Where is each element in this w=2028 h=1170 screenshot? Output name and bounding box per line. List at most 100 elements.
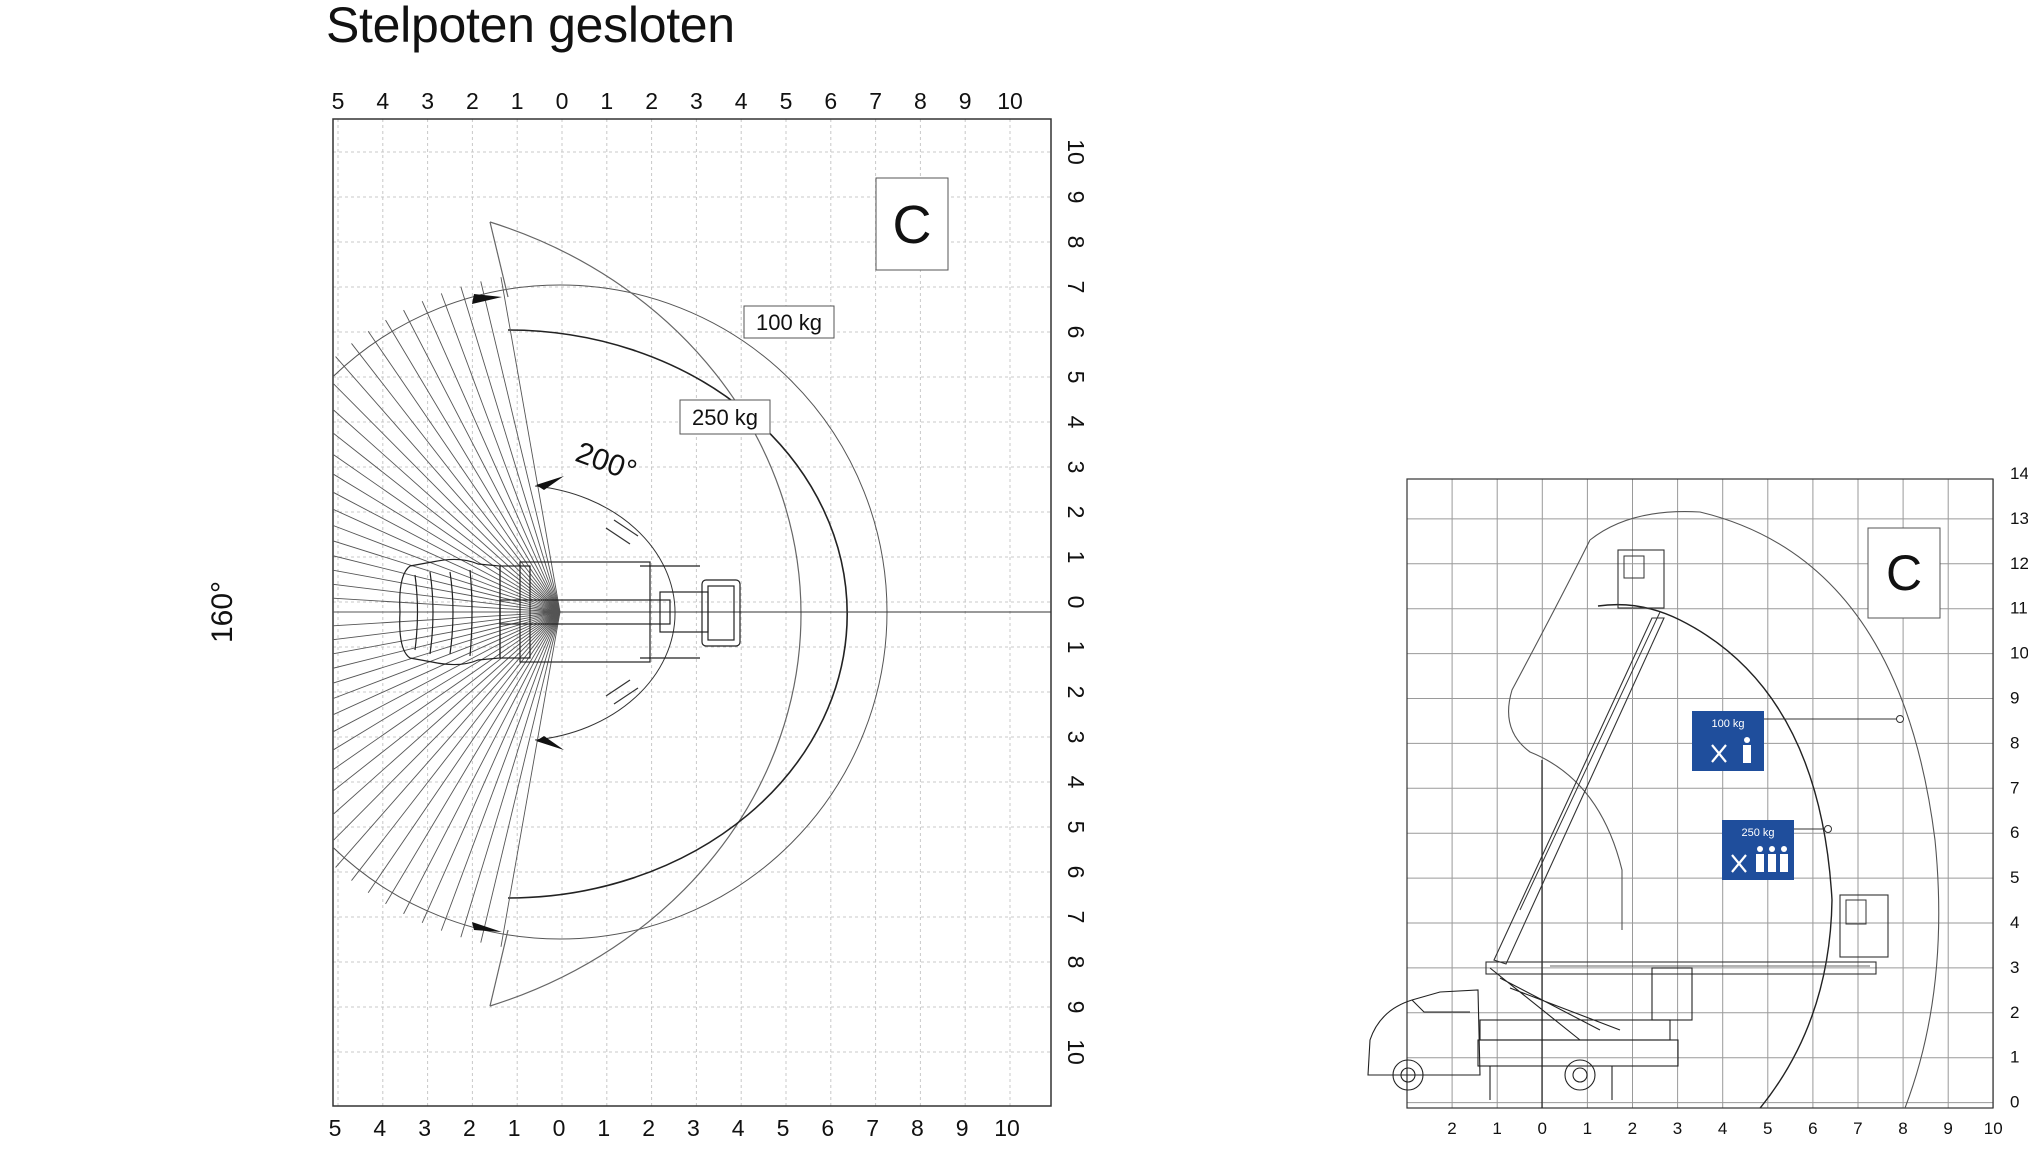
- hatch-line: [333, 408, 561, 613]
- side-view-zone-label: C: [1886, 545, 1922, 601]
- side-y-tick-label: 6: [2010, 823, 2019, 842]
- right-axis-tick-label: 3: [1063, 461, 1089, 474]
- right-axis-tick-label: 6: [1063, 326, 1089, 339]
- hatch-line: [351, 611, 561, 881]
- hatch-line: [333, 597, 561, 613]
- hatch-line: [460, 611, 561, 938]
- hatch-line: [333, 611, 561, 700]
- bottom-axis-tick-label: 4: [373, 1115, 386, 1141]
- side-y-tick-label: 2: [2010, 1003, 2019, 1022]
- truck-top-view: [399, 558, 741, 666]
- right-axis-tick-label: 2: [1063, 506, 1089, 519]
- side-x-tick-label: 6: [1808, 1119, 1817, 1138]
- top-view-zone-box: [875, 177, 949, 271]
- hatch-line: [333, 583, 561, 613]
- side-y-tick-label: 8: [2010, 733, 2019, 752]
- top-view-zone-label: C: [893, 195, 932, 255]
- side-x-tick-label: 2: [1447, 1119, 1456, 1138]
- hatch-line: [367, 611, 561, 893]
- outrigger-angle-label: 160°: [206, 581, 239, 643]
- top-axis-tick-label: 8: [914, 88, 927, 114]
- hatch-line: [421, 301, 561, 613]
- hatch-line: [333, 611, 561, 792]
- side-y-tick-label: 1: [2010, 1048, 2019, 1067]
- hatch-line: [480, 611, 561, 943]
- side-view-frame: [1406, 478, 1994, 1109]
- right-axis-tick-label: 10: [1063, 139, 1089, 165]
- tools-icon: [1731, 854, 1747, 873]
- bottom-axis-tick-label: 0: [553, 1115, 566, 1141]
- top-axis-tick-label: 1: [600, 88, 613, 114]
- excluded-zone-hatching: [333, 277, 561, 947]
- side-y-tick-label: 3: [2010, 958, 2019, 977]
- hatch-line: [440, 611, 561, 931]
- side-y-tick-label: 14: [2010, 464, 2028, 483]
- right-axis-tick-label: 9: [1063, 1001, 1089, 1014]
- hatch-line: [333, 611, 561, 627]
- top-axis-tick-label: 2: [645, 88, 658, 114]
- hatch-line: [333, 611, 561, 716]
- load-250kg-box: [679, 399, 771, 435]
- right-axis-tick-label: 4: [1063, 776, 1089, 789]
- right-axis-tick-label: 3: [1063, 731, 1089, 744]
- bottom-axis-tick-label: 2: [642, 1115, 655, 1141]
- side-x-tick-label: 4: [1718, 1119, 1727, 1138]
- top-axis-tick-label: 2: [466, 88, 479, 114]
- top-axis-tick-label: 1: [511, 88, 524, 114]
- load-badge-250kg-label: 250 kg: [1741, 827, 1774, 839]
- load-250kg-label: 250 kg: [692, 405, 758, 430]
- hatch-line: [333, 491, 561, 613]
- hatch-line: [367, 331, 561, 613]
- side-y-tick-label: 11: [2010, 599, 2028, 618]
- top-axis-tick-label: 6: [824, 88, 837, 114]
- hatch-line: [351, 343, 561, 613]
- bottom-axis-tick-label: 1: [508, 1115, 521, 1141]
- hatch-line: [333, 432, 561, 613]
- right-axis-tick-label: 1: [1063, 641, 1089, 654]
- side-x-tick-label: 3: [1673, 1119, 1682, 1138]
- side-y-tick-label: 9: [2010, 689, 2019, 708]
- top-axis-tick-label: 5: [332, 88, 345, 114]
- person-icon: [1743, 737, 1751, 763]
- bottom-axis-tick-label: 2: [463, 1115, 476, 1141]
- hatch-line: [333, 524, 561, 613]
- hatch-line: [333, 569, 561, 613]
- hatch-line: [333, 611, 561, 733]
- hatch-line: [500, 611, 561, 947]
- bottom-axis-tick-label: 1: [597, 1115, 610, 1141]
- bottom-axis-tick-label: 8: [911, 1115, 924, 1141]
- reach-100kg-arc: [489, 221, 802, 1007]
- top-axis-tick-label: 4: [735, 88, 748, 114]
- right-axis-tick-label: 9: [1063, 191, 1089, 204]
- hatch-line: [500, 277, 561, 613]
- side-y-tick-label: 10: [2010, 644, 2028, 663]
- bottom-axis-tick-label: 10: [994, 1115, 1020, 1141]
- right-axis-tick-label: 10: [1063, 1039, 1089, 1065]
- right-axis-tick-label: 7: [1063, 281, 1089, 294]
- right-axis-tick-label: 8: [1063, 236, 1089, 249]
- top-axis-tick-label: 3: [690, 88, 703, 114]
- hatch-line: [333, 540, 561, 613]
- hatch-line: [333, 473, 561, 613]
- load-badge-100kg-label: 100 kg: [1711, 718, 1744, 730]
- side-x-tick-label: 7: [1853, 1119, 1862, 1138]
- hatch-line: [333, 611, 561, 655]
- right-axis-tick-label: 7: [1063, 911, 1089, 924]
- right-axis-tick-label: 0: [1063, 596, 1089, 609]
- side-x-tick-label: 1: [1583, 1119, 1592, 1138]
- hatch-line: [335, 611, 561, 868]
- hatch-line: [335, 356, 561, 613]
- right-axis-tick-label: 2: [1063, 686, 1089, 699]
- side-x-tick-label: 8: [1898, 1119, 1907, 1138]
- rotation-arc: [534, 485, 676, 741]
- rotation-angle-label: 200°: [571, 436, 641, 488]
- bottom-axis-tick-label: 7: [866, 1115, 879, 1141]
- top-axis-tick-label: 5: [780, 88, 793, 114]
- side-x-tick-label: 5: [1763, 1119, 1772, 1138]
- side-view-zone-box: [1867, 527, 1941, 619]
- bottom-axis-tick-label: 3: [687, 1115, 700, 1141]
